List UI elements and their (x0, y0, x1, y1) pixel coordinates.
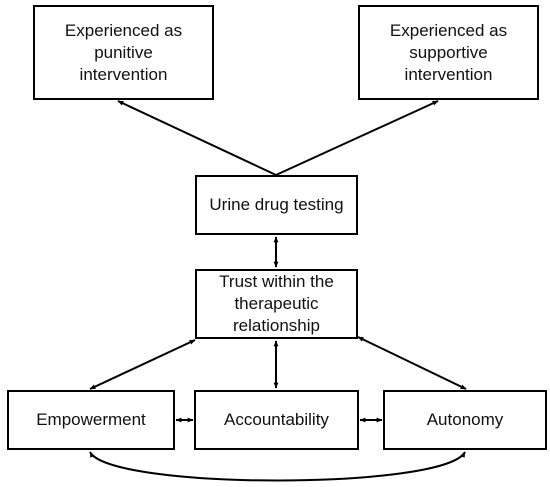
node-text-line: Experienced as (389, 20, 508, 40)
node-text-line: relationship (233, 316, 320, 335)
node-text-line: Accountability (224, 410, 329, 429)
node-text-line: punitive (94, 42, 153, 62)
node-text-line: Autonomy (426, 410, 504, 429)
node-text-line: Experienced as (64, 20, 183, 40)
node-text-line: intervention (404, 64, 493, 84)
node-trust-relationship: Trust within the therapeutic relationshi… (195, 269, 358, 339)
arrow-udt-to-punitive (117, 100, 277, 176)
node-text-line: intervention (79, 64, 168, 84)
node-text-line: therapeutic (234, 294, 319, 313)
arrow-empowerment-autonomy (89, 451, 466, 482)
arrow-trust-empowerment (89, 339, 196, 390)
node-punitive-intervention: Experienced as punitive intervention (33, 5, 214, 100)
node-supportive-intervention: Experienced as supportive intervention (358, 5, 539, 100)
node-text-line: Empowerment (36, 410, 146, 429)
node-text-line: supportive (409, 42, 488, 62)
node-autonomy: Autonomy (383, 390, 547, 450)
arrow-udt-to-supportive (275, 100, 439, 176)
node-accountability: Accountability (194, 390, 359, 450)
node-text-line: Urine drug testing (209, 195, 344, 214)
node-empowerment: Empowerment (7, 390, 175, 450)
node-text-line: Trust within the (219, 272, 334, 291)
node-urine-drug-testing: Urine drug testing (195, 175, 358, 235)
arrow-trust-autonomy (357, 336, 467, 390)
